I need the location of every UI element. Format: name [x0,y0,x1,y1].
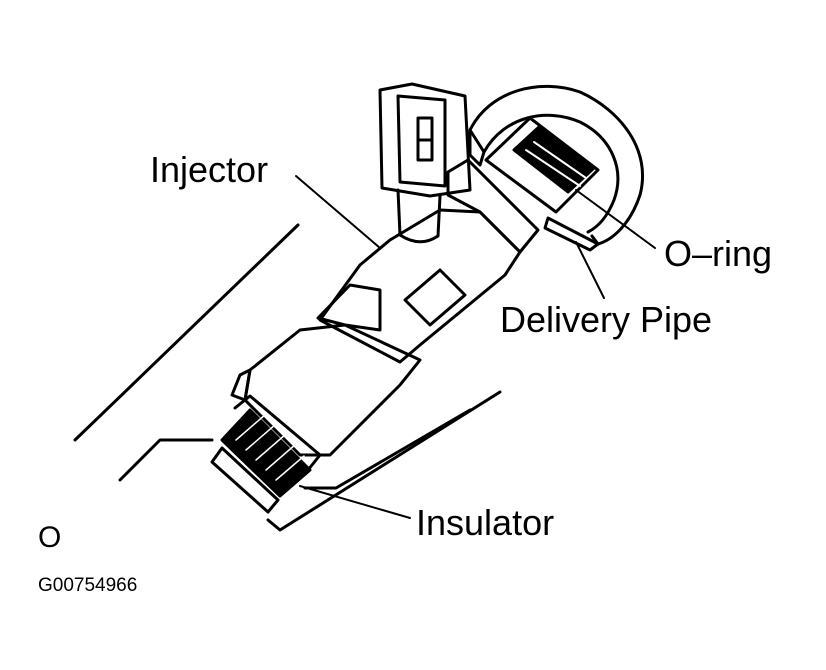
connector-face [396,94,447,188]
o-ring-label: O–ring [664,233,773,274]
insulator-label: Insulator [416,502,555,543]
connector-housing [378,82,472,198]
delivery-pipe-base [543,216,600,252]
delivery-pipe-inner [482,113,620,234]
injector-wedge [316,283,382,332]
delivery-pipe-lip [468,128,486,167]
injector-mid-body [318,208,522,364]
connector-neck [396,188,442,244]
delivery-pipe-leader-line [575,241,605,299]
o-ring-band [512,124,596,194]
head-step-line [118,438,214,482]
insulator-ring [220,408,312,498]
head-seat-outline [266,390,502,532]
delivery-pipe-outer [468,84,644,246]
corner-mark: O [38,521,62,554]
delivery-pipe-label: Delivery Pipe [500,299,713,340]
injector-lower-skirt [230,368,252,402]
injector-tip-outline [233,394,322,472]
head-edge-line-upper [73,223,300,442]
figure-code: G00754966 [38,575,138,596]
injector-lower-body [243,323,422,457]
injector-upper-body [446,158,540,254]
insulator-seat [210,446,280,514]
injector-side-window [403,268,467,327]
injector-inlet-cup [484,116,600,214]
insulator-leader-line [299,485,411,519]
head-seat-inner [303,408,472,490]
o-ring-leader-line [575,189,656,249]
injector-leader-line [295,175,381,249]
injector-label: Injector [150,149,269,190]
